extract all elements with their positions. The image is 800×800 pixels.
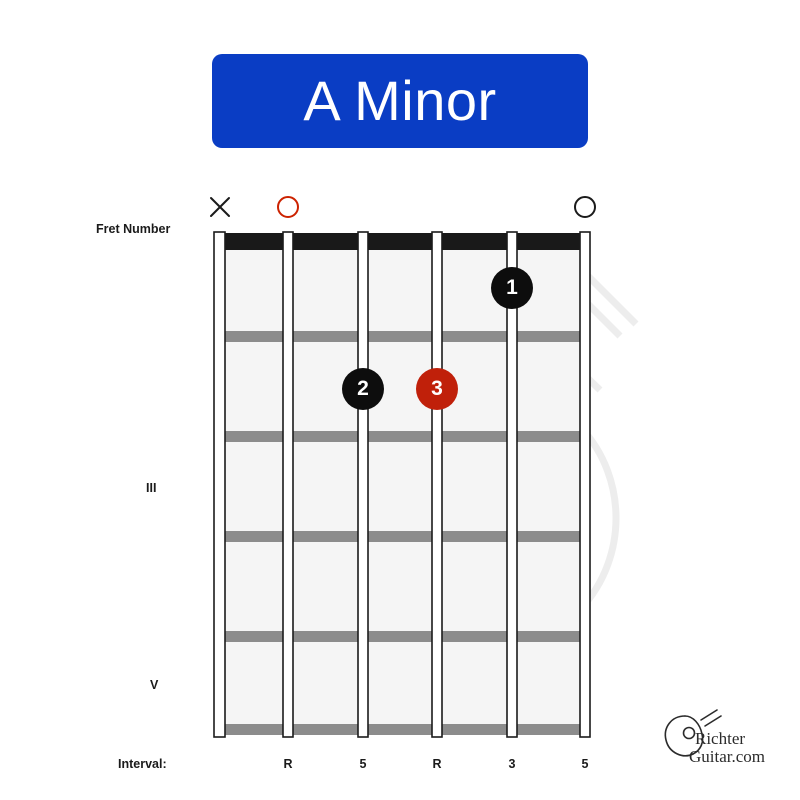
interval-value-string-3: 5 bbox=[359, 757, 367, 771]
finger-dot-label: 3 bbox=[431, 377, 443, 400]
chord-title-banner: A Minor bbox=[212, 54, 588, 148]
fret-number-label: Fret Number bbox=[96, 222, 171, 236]
fret-marker-fifth-label: V bbox=[150, 678, 159, 692]
interval-value-string-5: 3 bbox=[508, 757, 516, 771]
guitar-body-watermark bbox=[328, 251, 639, 715]
finger-dot-label: 1 bbox=[506, 276, 518, 299]
guitar-outline-icon bbox=[664, 709, 722, 757]
finger-dot-3: 3 bbox=[416, 368, 458, 410]
string-marker-open-root-icon bbox=[275, 194, 301, 220]
logo-line-1: Richter bbox=[695, 729, 746, 748]
logo-line-2: Guitar.com bbox=[689, 747, 766, 766]
finger-dot-1: 1 bbox=[491, 267, 533, 309]
chord-title-text: A Minor bbox=[303, 69, 497, 132]
interval-value-string-2: R bbox=[283, 757, 293, 771]
fret-marker-third-label: III bbox=[146, 481, 157, 495]
interval-value-string-6: 5 bbox=[581, 757, 589, 771]
interval-row-label: Interval: bbox=[118, 757, 167, 771]
string-marker-open-icon bbox=[572, 194, 598, 220]
site-logo: Richter Guitar.com bbox=[655, 706, 775, 780]
finger-dot-2: 2 bbox=[342, 368, 384, 410]
finger-dot-label: 2 bbox=[357, 377, 369, 400]
interval-value-string-4: R bbox=[432, 757, 442, 771]
logo-wordmark: Richter Guitar.com bbox=[689, 729, 765, 766]
string-marker-muted-icon bbox=[207, 194, 233, 220]
